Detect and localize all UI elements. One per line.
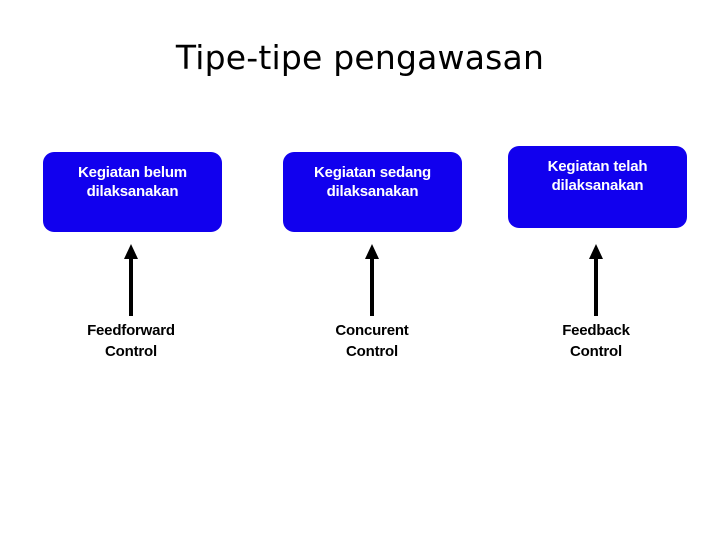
arrow-up-icon: [123, 244, 139, 316]
caption-line2: Control: [105, 343, 157, 360]
box-text-line1: Kegiatan belum: [78, 164, 187, 181]
arrow-up-icon: [364, 244, 380, 316]
caption-feedback-control: Feedback Control: [496, 320, 696, 362]
process-box-kegiatan-sedang[interactable]: Kegiatan sedang dilaksanakan: [283, 152, 462, 232]
caption-line1: Concurent: [335, 322, 409, 339]
process-box-kegiatan-belum[interactable]: Kegiatan belum dilaksanakan: [43, 152, 222, 232]
caption-line1: Feedforward: [87, 322, 175, 339]
caption-concurent-control: Concurent Control: [272, 320, 472, 362]
caption-line1: Feedback: [562, 322, 630, 339]
arrow-up-icon: [588, 244, 604, 316]
box-text-line1: Kegiatan sedang: [313, 164, 432, 181]
caption-feedforward-control: Feedforward Control: [31, 320, 231, 362]
page-title: Tipe-tipe pengawasan: [175, 38, 545, 77]
process-box-kegiatan-telah[interactable]: Kegiatan telah dilaksanakan: [508, 146, 687, 228]
box-text-line2: dilaksanakan: [86, 183, 179, 200]
box-text-line2: dilaksanakan: [551, 177, 644, 194]
box-text-line1: Kegiatan telah: [547, 158, 648, 175]
box-text-line2: dilaksanakan: [326, 183, 419, 200]
caption-line2: Control: [570, 343, 622, 360]
caption-line2: Control: [346, 343, 398, 360]
